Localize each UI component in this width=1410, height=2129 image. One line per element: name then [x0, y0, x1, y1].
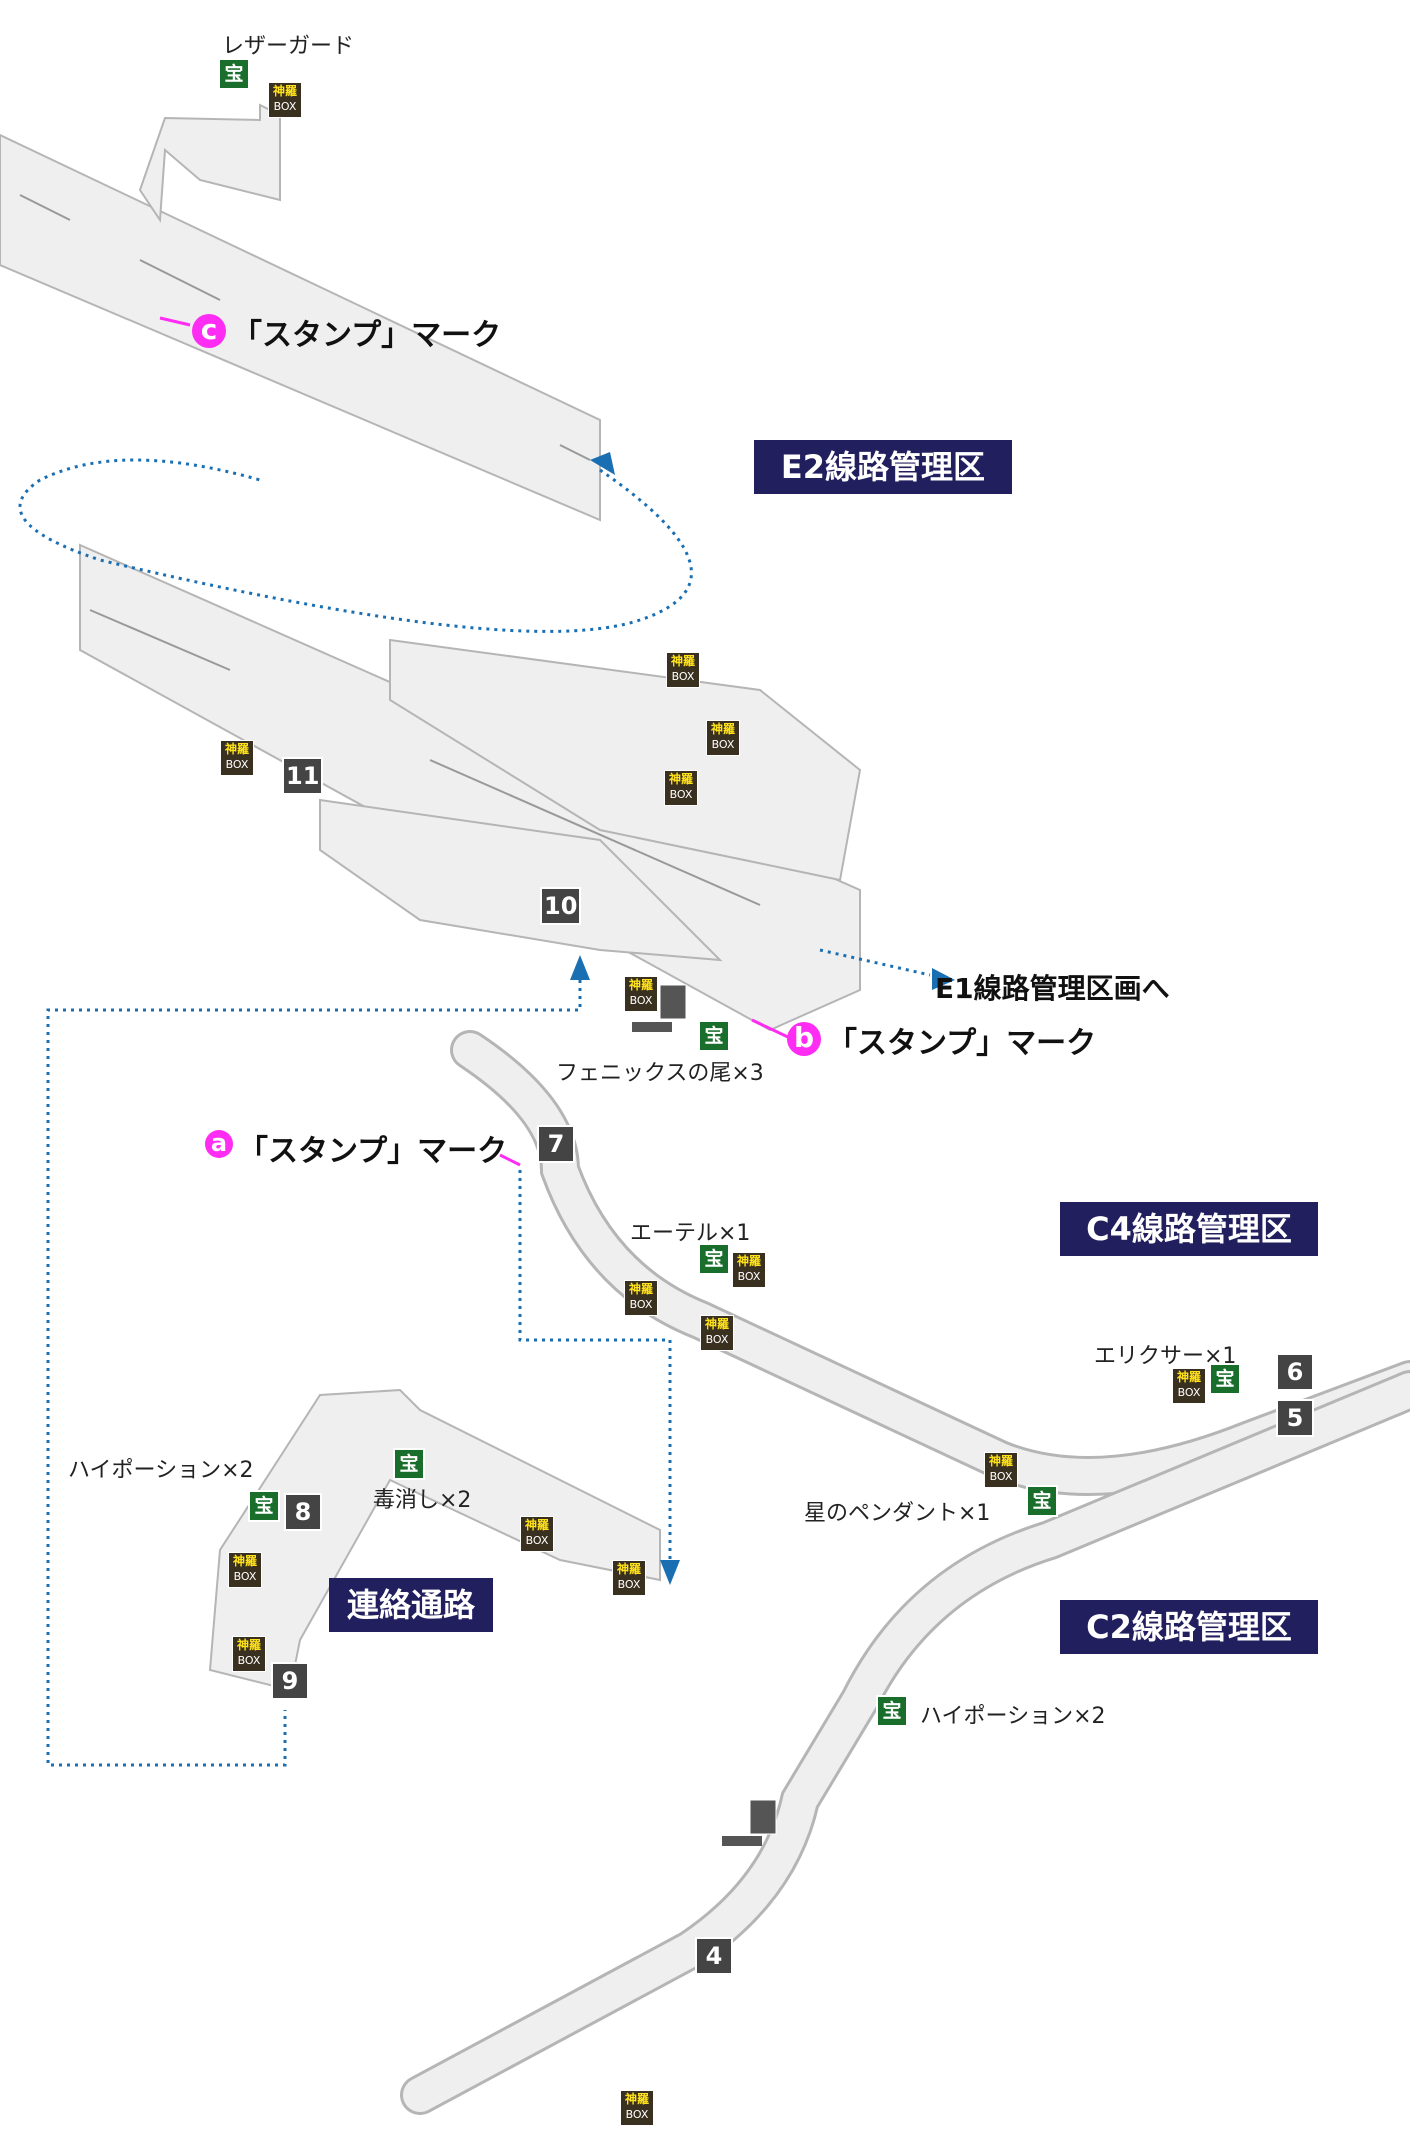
route-arrows: [570, 452, 955, 1585]
map-number-7: 7: [537, 1125, 575, 1163]
map-number-4: 4: [695, 1937, 733, 1975]
e2-lower-track: [79, 543, 862, 1032]
treasure-icon: 宝: [393, 1448, 425, 1480]
destination-e1: E1線路管理区画へ: [935, 972, 1170, 1005]
stamp-label-b: 「スタンプ」マーク: [827, 1026, 1097, 1061]
label-phoenix: フェニックスの尾×3: [556, 1061, 764, 1086]
label-ether: エーテル×1: [630, 1221, 751, 1246]
c2-track: [400, 1370, 1410, 2115]
treasure-icon: 宝: [1209, 1363, 1241, 1395]
stamp-marker-b: b: [787, 1022, 821, 1056]
label-star-pendant: 星のペンダント×1: [804, 1501, 991, 1526]
zone-c2: C2線路管理区: [1060, 1600, 1318, 1654]
zone-connector: 連絡通路: [329, 1578, 493, 1632]
map-number-9: 9: [271, 1662, 309, 1700]
label-hipotion-left: ハイポーション×2: [68, 1458, 254, 1483]
treasure-icon: 宝: [218, 58, 250, 90]
stamp-marker-c: c: [192, 314, 226, 348]
map-number-11: 11: [282, 757, 324, 795]
label-antidote: 毒消し×2: [373, 1488, 472, 1513]
map-number-10: 10: [540, 887, 582, 925]
stamp-pointers: [159, 316, 791, 1167]
treasure-icon: 宝: [248, 1490, 280, 1522]
label-hipotion-right: ハイポーション×2: [920, 1704, 1106, 1729]
label-laser-guard: レザーガード: [222, 34, 355, 59]
e2-upper-track: [0, 103, 601, 522]
stamp-label-a: 「スタンプ」マーク: [238, 1134, 508, 1169]
treasure-icon: 宝: [698, 1020, 730, 1052]
connector-area: [208, 1388, 661, 1692]
zone-e2: E2線路管理区: [754, 440, 1012, 494]
treasure-icon: 宝: [1026, 1485, 1058, 1517]
map-number-5: 5: [1276, 1399, 1314, 1437]
stamp-label-c: 「スタンプ」マーク: [232, 318, 502, 353]
stamp-marker-a: a: [205, 1130, 233, 1158]
zone-c4: C4線路管理区: [1060, 1202, 1318, 1256]
save-point-icons: [632, 984, 777, 1846]
map-number-8: 8: [284, 1493, 322, 1531]
treasure-icon: 宝: [876, 1695, 908, 1727]
route-lines: [18, 458, 931, 1767]
map-number-6: 6: [1276, 1353, 1314, 1391]
c4-track: [450, 1030, 1410, 1496]
treasure-icon: 宝: [698, 1243, 730, 1275]
